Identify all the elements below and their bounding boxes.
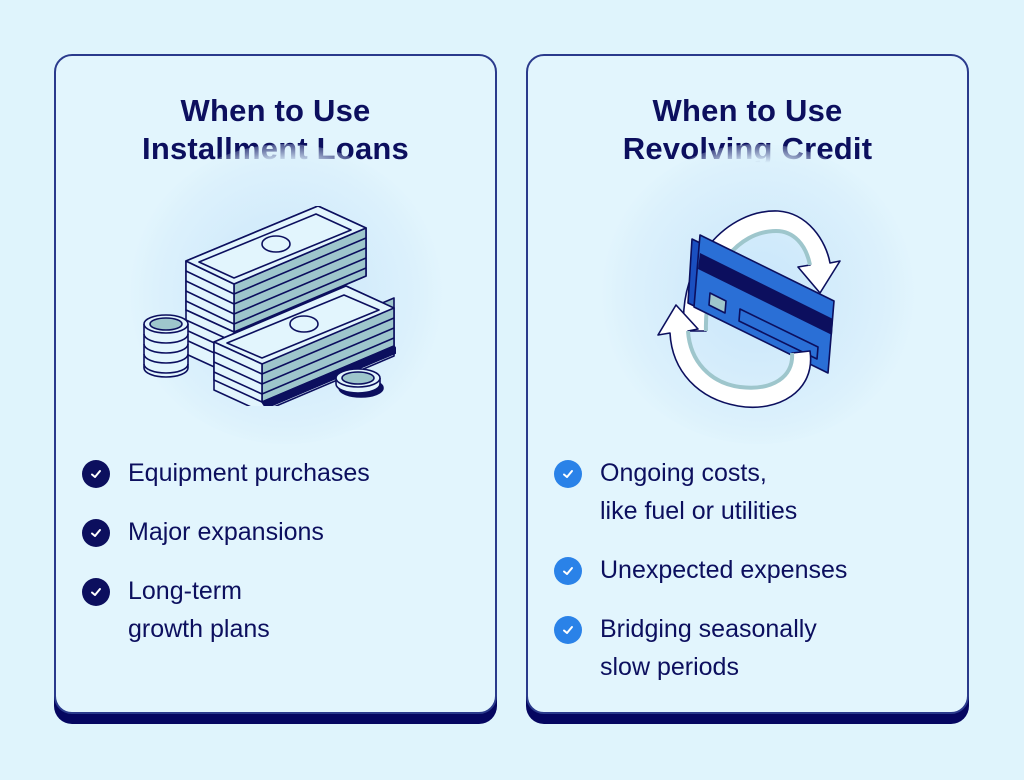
title-line-1: When to Use [652, 93, 843, 128]
list-item: Major expansions [82, 513, 475, 551]
check-circle-icon [82, 460, 110, 488]
item-text-line-2: like fuel or utilities [600, 497, 798, 525]
item-text-line-1: Ongoing costs, [600, 459, 767, 487]
item-text-line-2: growth plans [128, 615, 270, 643]
title-line-1: When to Use [180, 93, 371, 128]
check-circle-icon [82, 578, 110, 606]
item-text: Major expansions [128, 518, 324, 546]
item-text: Equipment purchases [128, 459, 370, 487]
revolving-credit-card: When to Use Revolving Credit [526, 54, 969, 714]
stacked-cash-and-coins-icon [143, 206, 396, 406]
item-text: Unexpected expenses [600, 556, 848, 584]
checklist: Ongoing costs, like fuel or utilities Un… [554, 454, 947, 707]
check-circle-icon [82, 519, 110, 547]
check-circle-icon [554, 557, 582, 585]
list-item: Ongoing costs, like fuel or utilities [554, 454, 947, 530]
item-text-line-1: Bridging seasonally [600, 615, 817, 643]
check-circle-icon [554, 460, 582, 488]
credit-card-with-circular-arrows-icon [657, 210, 841, 408]
list-item: Unexpected expenses [554, 551, 947, 589]
item-text-line-1: Long-term [128, 577, 242, 605]
check-circle-icon [554, 616, 582, 644]
list-item: Long-term growth plans [82, 572, 475, 648]
item-text-line-2: slow periods [600, 653, 739, 681]
checklist: Equipment purchases Major expansions Lon… [82, 454, 475, 669]
list-item: Bridging seasonally slow periods [554, 610, 947, 686]
list-item: Equipment purchases [82, 454, 475, 492]
installment-loans-card: When to Use Installment Loans [54, 54, 497, 714]
